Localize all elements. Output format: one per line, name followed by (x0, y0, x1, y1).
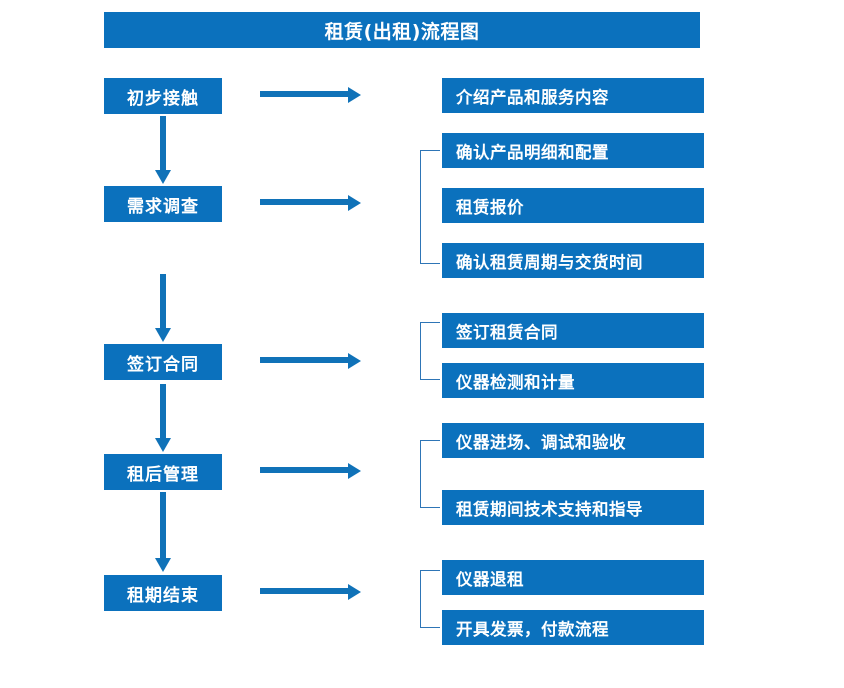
horizontal-arrow-3 (260, 352, 362, 370)
detail-box-confirm-product-details[interactable]: 确认产品明细和配置 (442, 133, 704, 168)
detail-box-sign-rental-contract[interactable]: 签订租赁合同 (442, 313, 704, 348)
detail-box-confirm-period-delivery[interactable]: 确认租赁周期与交货时间 (442, 243, 704, 278)
detail-box-rental-quote[interactable]: 租赁报价 (442, 188, 704, 223)
stage-box-post-rental-management[interactable]: 租后管理 (104, 454, 222, 490)
stage-box-needs-survey[interactable]: 需求调查 (104, 186, 222, 222)
horizontal-arrow-5 (260, 583, 362, 601)
horizontal-arrow-4 (260, 462, 362, 480)
vertical-arrow-3 (153, 384, 173, 454)
detail-box-invoice-payment[interactable]: 开具发票，付款流程 (442, 610, 704, 645)
detail-box-instrument-return[interactable]: 仪器退租 (442, 560, 704, 595)
detail-box-instrument-inspection[interactable]: 仪器检测和计量 (442, 363, 704, 398)
bracket-needs-survey-group (420, 150, 440, 264)
stage-box-lease-end[interactable]: 租期结束 (104, 575, 222, 611)
detail-box-instrument-onsite-commissioning[interactable]: 仪器进场、调试和验收 (442, 423, 704, 458)
bracket-post-rental-group (420, 440, 440, 508)
page-title: 租赁(出租)流程图 (104, 12, 700, 48)
bracket-lease-end-group (420, 570, 440, 628)
detail-box-introduce-products[interactable]: 介绍产品和服务内容 (442, 78, 704, 113)
bracket-sign-contract-group (420, 322, 440, 380)
vertical-arrow-1 (153, 116, 173, 186)
vertical-arrow-4 (153, 492, 173, 574)
vertical-arrow-2 (153, 274, 173, 344)
stage-box-initial-contact[interactable]: 初步接触 (104, 78, 222, 114)
horizontal-arrow-2 (260, 194, 362, 212)
detail-box-technical-support[interactable]: 租赁期间技术支持和指导 (442, 490, 704, 525)
stage-box-sign-contract[interactable]: 签订合同 (104, 344, 222, 380)
horizontal-arrow-1 (260, 86, 362, 104)
